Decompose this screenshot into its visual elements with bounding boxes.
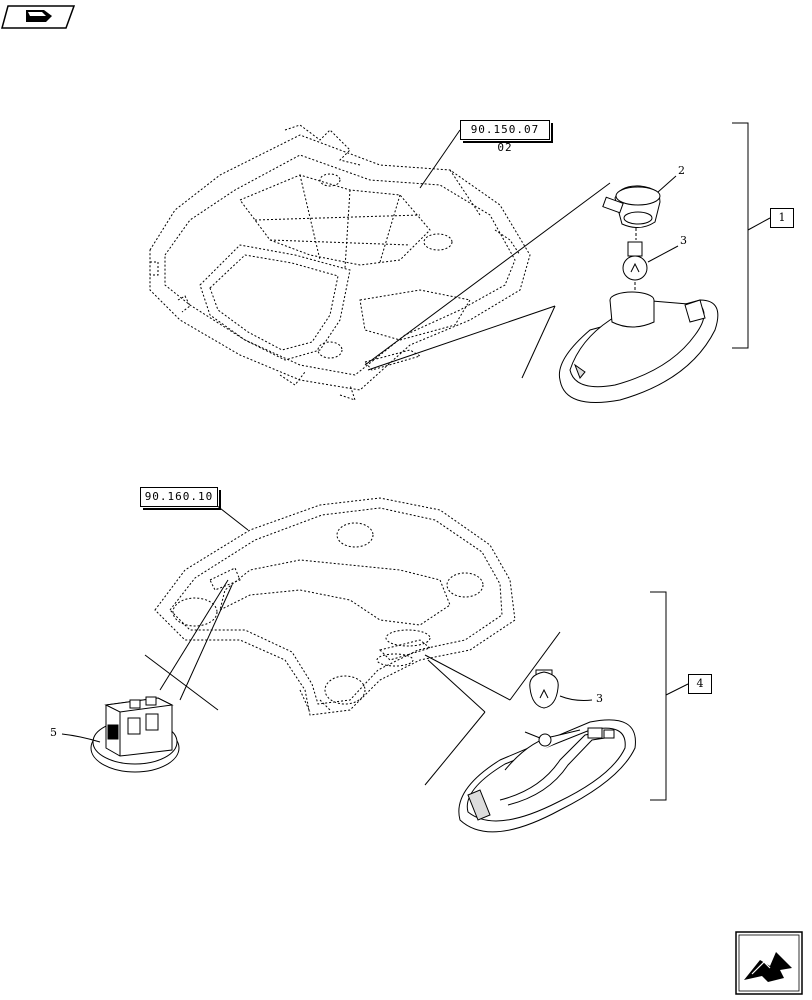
callout-leader-2 [657,175,677,193]
detail-leaders-top [364,182,611,379]
lamp-housing-top [558,291,719,403]
callout-leader-3-top [647,245,679,263]
callout-3-top: 3 [680,234,687,247]
lamp-housing-bottom [458,719,636,833]
callout-3-bottom: 3 [596,692,603,705]
reference-box-top[interactable]: 90.150.07 02 [460,120,553,154]
reference-box-bottom[interactable]: 90.160.10 [140,487,221,510]
next-page-arrow-icon[interactable] [735,931,803,995]
switch-part [90,696,180,773]
bulb-bottom-part [529,669,559,709]
bulb-top-part [622,241,648,281]
callout-2: 2 [678,164,685,177]
bracket-item-4-tick [665,683,689,696]
bracket-item-4 [650,591,667,801]
item-box-1: 1 [770,208,794,228]
reference-leader-bottom [215,504,249,531]
book-page-icon[interactable] [1,5,76,29]
callout-leader-5 [61,733,101,743]
item-box-4: 4 [688,674,712,694]
cab-headliner-bottom [154,497,516,716]
reference-leader-top [419,129,461,189]
cab-roof-top [149,124,531,401]
lamp-cap-part [602,185,661,228]
bracket-item-1 [732,122,749,349]
bracket-item-1-tick [747,217,771,231]
callout-leader-3-bottom [559,695,593,701]
detail-leaders-switch [144,579,233,711]
callout-5: 5 [50,726,57,739]
detail-leaders-lamp-bottom [424,631,561,786]
